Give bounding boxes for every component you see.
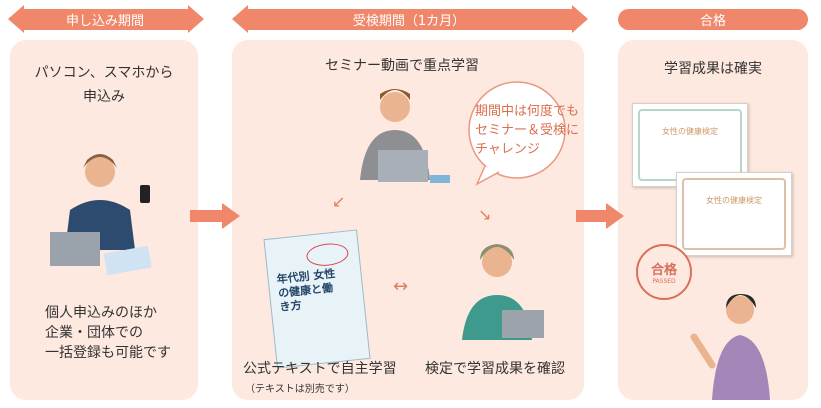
arrow-left-head [8,5,24,33]
certificate-title: 女性の健康検定 [706,196,762,205]
seminar-presenter-illustration [360,89,450,183]
textbook-title: 年代別 女性の健康と働き方 [276,266,336,314]
apply-title-2: 申込み [83,89,125,105]
cycle-arrow-icon: ↙ [332,192,346,211]
pass-stamp: 合格 PASSED [636,244,692,300]
text-study-label: 公式テキストで自主学習 [243,361,397,377]
text-sold-separately-note: （テキストは別売です） [245,384,355,395]
apply-title: パソコン、スマホから [34,65,174,81]
person-taking-exam-illustration [462,244,544,340]
bubble-line: セミナー＆受検に [475,123,580,138]
certificate-title: 女性の健康検定 [662,127,718,136]
arrow-left-head [232,5,248,33]
speech-bubble [468,81,566,186]
bubble-text: 期間中は何度でも セミナー＆受検に チャレンジ [475,102,579,159]
stamp-subtext: PASSED [652,278,676,285]
flow-arrow-1 [190,210,222,222]
phase-apply-label: 申し込み期間 [65,14,144,29]
apply-note-line: 一括登録も可能です [45,345,171,361]
phase-exam-banner: 受検期間（1カ月） [246,9,572,30]
phase-pass-banner: 合格 [618,9,808,30]
person-with-laptop-illustration [50,154,152,276]
certificate-front: 女性の健康検定 [676,172,792,256]
stamp-text: 合格 [650,263,677,278]
flow-arrow-1-head [222,203,240,229]
textbook-badge [305,241,350,268]
flow-arrow-2-head [606,203,624,229]
phase-apply-banner: 申し込み期間 [22,9,188,30]
bubble-line: 期間中は何度でも [475,104,580,119]
apply-note-line: 個人申込みのほか [45,305,157,321]
phase-exam-label: 受検期間（1カ月） [352,14,466,29]
flow-arrow-2 [576,210,608,222]
happy-woman-illustration [690,294,770,400]
exam-label: 検定で学習成果を確認 [425,361,565,377]
seminar-title: セミナー動画で重点学習 [325,58,479,74]
result-title: 学習成果は確実 [664,61,762,77]
arrow-right-head [188,5,204,33]
textbook-cover: 年代別 女性の健康と働き方 [263,229,371,369]
cycle-arrow-icon: ↘ [478,205,492,224]
phase-pass-label: 合格 [699,14,726,29]
apply-note-line: 企業・団体での [45,325,143,341]
arrow-right-head [572,5,588,33]
cycle-arrow-icon: ↔ [393,276,409,297]
bubble-line: チャレンジ [475,142,540,157]
